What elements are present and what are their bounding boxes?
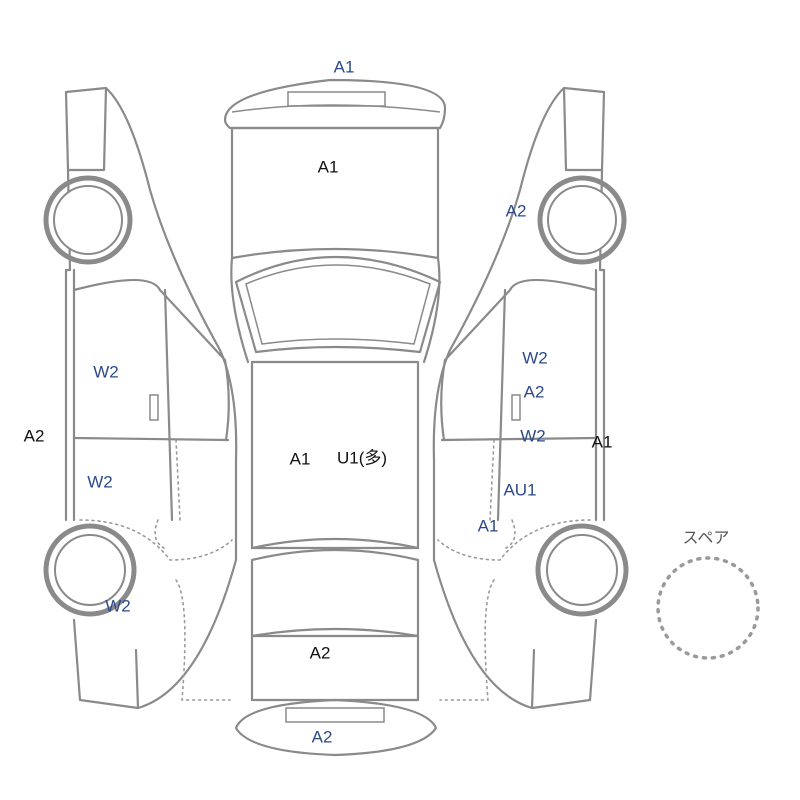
top-view-car bbox=[223, 78, 447, 757]
label-right-door-3: W2 bbox=[520, 426, 546, 446]
left-side-car bbox=[43, 86, 238, 710]
label-trunk: A2 bbox=[309, 643, 331, 663]
label-right-door-2: A2 bbox=[523, 382, 545, 402]
label-roof: A1 bbox=[289, 449, 311, 469]
label-right-front-fender: A2 bbox=[505, 201, 527, 221]
label-left-front-fender: W2 bbox=[105, 596, 131, 616]
label-roof-note: U1(多) bbox=[336, 448, 388, 468]
right-side-car bbox=[432, 86, 629, 710]
label-left-front-door: W2 bbox=[87, 472, 113, 492]
spare-tire-icon bbox=[656, 556, 760, 660]
label-right-rear-door: AU1 bbox=[503, 480, 537, 500]
label-front-bumper: A1 bbox=[333, 57, 355, 77]
label-right-rear-door-2: A1 bbox=[477, 516, 499, 536]
label-right-side: A1 bbox=[591, 432, 613, 452]
label-left-side: A2 bbox=[23, 426, 45, 446]
label-hood: A1 bbox=[317, 157, 339, 177]
label-right-door-1: W2 bbox=[522, 348, 548, 368]
label-left-rear-door: W2 bbox=[93, 362, 119, 382]
label-rear-bumper: A2 bbox=[311, 727, 333, 747]
label-spare: スペア bbox=[682, 528, 730, 547]
